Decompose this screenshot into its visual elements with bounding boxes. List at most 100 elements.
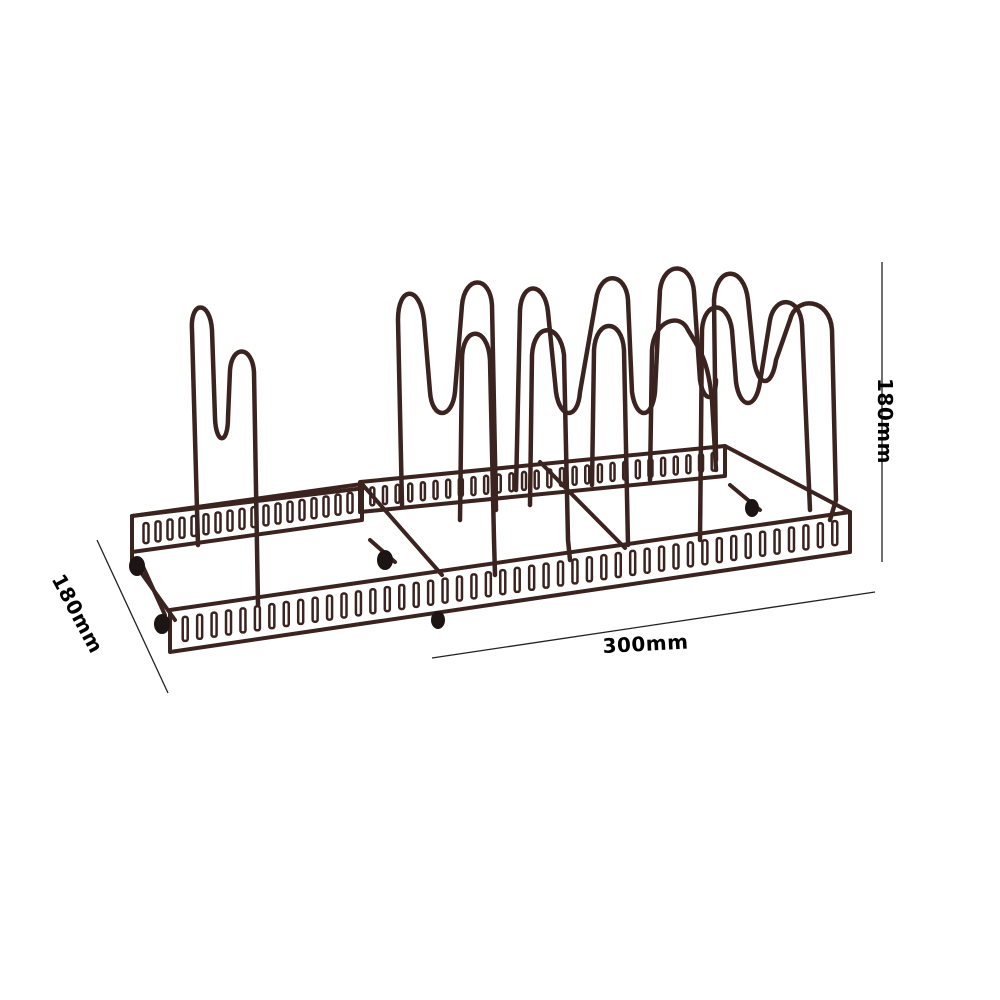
rail-slot xyxy=(381,484,389,506)
rail-slot xyxy=(628,549,637,577)
rail-slot xyxy=(154,520,162,543)
rail-slot xyxy=(508,471,515,493)
left-rail-slots xyxy=(142,491,354,545)
rail-slot xyxy=(659,456,667,478)
rail-slot xyxy=(322,495,330,518)
rail-slot xyxy=(383,585,392,613)
rail-slot xyxy=(210,611,218,638)
rail-slot xyxy=(672,543,680,570)
rail-slot xyxy=(686,541,695,568)
rail-slot xyxy=(634,459,642,480)
divider-7 xyxy=(647,318,719,483)
rail-slot xyxy=(214,511,222,534)
divider-3 xyxy=(457,331,498,578)
rail-slot xyxy=(444,478,452,499)
rail-slot xyxy=(181,615,189,643)
rail-slot xyxy=(407,482,414,503)
rail-slot xyxy=(224,609,233,636)
rail-slot xyxy=(268,602,276,630)
rail-slot xyxy=(685,453,692,475)
rail-slot xyxy=(585,556,594,583)
depth-dimension-line xyxy=(96,539,169,694)
wire-dividers xyxy=(189,266,839,608)
rail-slot xyxy=(282,600,291,628)
rail-slot xyxy=(831,519,839,547)
rail-slot xyxy=(609,461,616,483)
divider-2 xyxy=(395,280,499,513)
rail-slot xyxy=(499,568,507,596)
rail-slot xyxy=(369,587,377,615)
rail-slot xyxy=(596,462,604,484)
divider-9 xyxy=(711,271,839,523)
rail-slot xyxy=(298,498,306,522)
back-rail xyxy=(358,444,727,514)
width-dimension-label: 300mm xyxy=(602,629,690,658)
rail-slot xyxy=(701,538,709,566)
rail-slot xyxy=(426,579,435,606)
rail-slot xyxy=(195,613,204,641)
rail-slot xyxy=(334,493,342,516)
rack-frame xyxy=(129,266,852,654)
rail-slot xyxy=(441,577,449,604)
front-rail-slots xyxy=(181,519,839,643)
rail-slot xyxy=(286,500,294,524)
rail-slot xyxy=(643,547,651,575)
rail-slot xyxy=(556,560,565,587)
rail-slot xyxy=(346,491,354,515)
rail-slot xyxy=(527,564,536,592)
rail-slot xyxy=(520,470,528,492)
rail-slot xyxy=(166,518,174,541)
rail-slot xyxy=(394,483,401,505)
dimension-lines xyxy=(96,262,883,694)
rail-slot xyxy=(340,592,348,619)
rail-slot xyxy=(311,596,319,624)
rail-slot xyxy=(455,575,464,602)
rail-slot xyxy=(325,594,334,621)
divider-6 xyxy=(589,323,631,548)
rail-slot xyxy=(816,521,825,549)
rail-slot xyxy=(397,583,406,611)
rail-slot xyxy=(533,469,540,490)
rail-slot xyxy=(470,475,477,497)
rail-slot xyxy=(744,532,752,560)
rail-slot xyxy=(419,480,427,502)
rail-slot xyxy=(482,474,490,496)
rail-slot xyxy=(584,464,591,485)
rail-slot xyxy=(571,465,578,487)
rail-slot xyxy=(513,566,521,594)
width-dimension-line xyxy=(431,591,876,659)
rail-slot xyxy=(542,562,550,589)
rail-slot xyxy=(253,605,262,632)
rail-slot xyxy=(672,455,679,476)
rail-slot xyxy=(296,598,305,626)
rail-slot xyxy=(142,521,150,545)
rail-slot xyxy=(600,553,608,581)
back-rail-slots xyxy=(369,451,717,507)
rail-slot xyxy=(773,528,781,555)
rail-slot xyxy=(484,570,493,598)
rail-slot xyxy=(274,502,282,525)
rail-slot xyxy=(238,507,246,531)
height-dimension-label: 180mm xyxy=(873,378,897,464)
rail-slot xyxy=(802,524,810,551)
rail-slot xyxy=(470,573,478,600)
left-section-upper-rail xyxy=(130,482,364,554)
adjustment-knobs xyxy=(129,499,759,634)
rail-slot xyxy=(614,551,623,579)
rail-slot xyxy=(715,536,724,564)
rail-slot xyxy=(354,590,363,617)
rail-slot xyxy=(571,558,579,585)
rail-slot xyxy=(432,479,439,501)
rail-slot xyxy=(787,526,796,553)
divider-5 xyxy=(527,328,573,563)
rail-slot xyxy=(657,545,666,572)
rail-slot xyxy=(310,496,318,520)
rail-slot xyxy=(758,530,767,557)
rail-slot xyxy=(262,504,270,527)
divider-4 xyxy=(513,266,719,493)
rail-slot xyxy=(412,581,420,609)
rail-slot xyxy=(239,607,247,634)
rail-slot xyxy=(226,509,234,532)
